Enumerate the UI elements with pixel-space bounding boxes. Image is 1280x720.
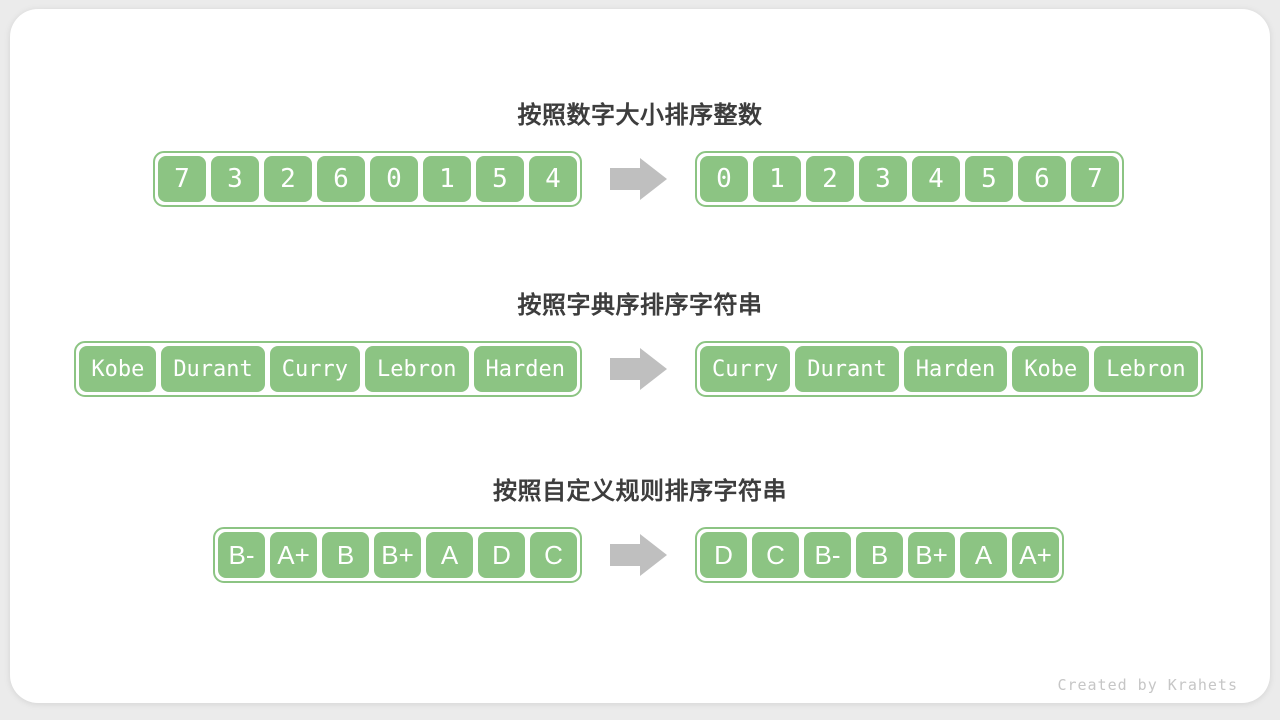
array-cell: Kobe [1012, 346, 1090, 392]
array-cell: 1 [423, 156, 471, 202]
arrow-right-icon [610, 158, 667, 200]
array-cell: 1 [753, 156, 801, 202]
array-cell: Lebron [365, 346, 469, 392]
array-cell: Lebron [1094, 346, 1198, 392]
credit-text: Created by Krahets [1057, 676, 1238, 694]
array-cell: 3 [211, 156, 259, 202]
array-cell: 0 [700, 156, 748, 202]
array-cell: B- [218, 532, 265, 578]
array-cell: 7 [158, 156, 206, 202]
array-cell: Harden [473, 346, 577, 392]
section-title: 按照自定义规则排序字符串 [493, 478, 787, 505]
array-cell: B+ [374, 532, 421, 578]
array-cell: D [700, 532, 747, 578]
section-title: 按照数字大小排序整数 [517, 102, 763, 129]
array-cell: 7 [1071, 156, 1119, 202]
array-cell: A+ [1012, 532, 1059, 578]
array-cell: 5 [476, 156, 524, 202]
array-cell: Kobe [79, 346, 157, 392]
array-cell: 5 [965, 156, 1013, 202]
array-cell: 6 [317, 156, 365, 202]
array-cell: A [426, 532, 473, 578]
array-cell: B+ [908, 532, 955, 578]
array-cell: Durant [795, 346, 899, 392]
arrow-right-icon [610, 534, 667, 576]
array-cell: Harden [903, 346, 1008, 392]
array-cell: 6 [1018, 156, 1066, 202]
array-cell: A+ [270, 532, 317, 578]
array-cell: B [856, 532, 903, 578]
array-cell: 4 [912, 156, 960, 202]
array-cell: Curry [700, 346, 791, 392]
array-cell: A [960, 532, 1007, 578]
array-cell: 0 [370, 156, 418, 202]
array-cell: C [752, 532, 799, 578]
array-cell: 3 [859, 156, 907, 202]
array-cell: 2 [264, 156, 312, 202]
array-cell: C [530, 532, 577, 578]
array-cell: 2 [806, 156, 854, 202]
array-cell: Curry [269, 346, 361, 392]
array-cell: Durant [161, 346, 265, 392]
array-cell: 4 [529, 156, 577, 202]
array-cell: B [322, 532, 369, 578]
section-title: 按照字典序排序字符串 [517, 292, 763, 319]
array-cell: D [478, 532, 525, 578]
arrow-right-icon [610, 348, 667, 390]
array-cell: B- [804, 532, 851, 578]
